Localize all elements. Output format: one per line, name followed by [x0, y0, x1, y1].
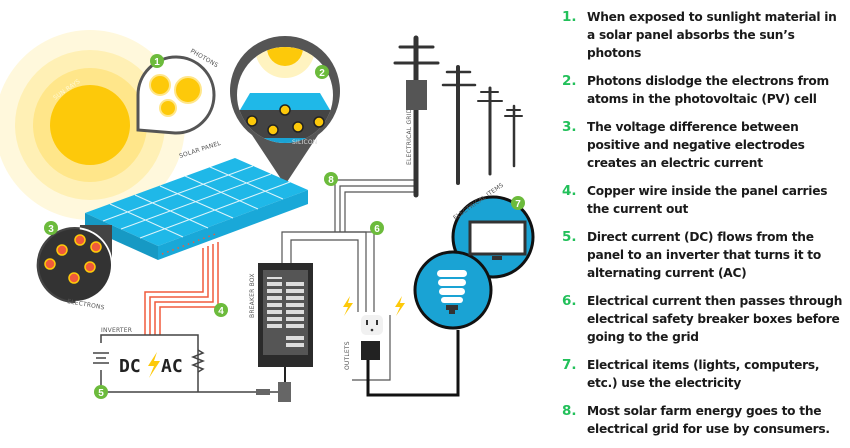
step-text: Copper wire inside the panel carries the…	[587, 184, 828, 216]
step-number: 5.	[562, 229, 577, 245]
electrical-grid-poles: ELECTRICAL GRID	[393, 35, 523, 198]
step-number: 6.	[562, 293, 577, 309]
grid-wires	[281, 179, 416, 381]
step-text: The voltage difference between positive …	[587, 120, 805, 170]
step-text: Electrical items (lights, computers, etc…	[587, 358, 820, 390]
step-item: 3. The voltage difference between positiv…	[562, 118, 847, 172]
inverter-label: INVERTER	[101, 327, 132, 334]
breaker-box-label: BREAKER BOX	[249, 273, 256, 318]
step-text: Electrical current then passes through e…	[587, 294, 843, 344]
step-text: When exposed to sunlight material in a s…	[587, 10, 837, 60]
copper-wires	[144, 242, 219, 335]
step-item: 7. Electrical items (lights, computers, e…	[562, 356, 847, 392]
step-text: Direct current (DC) flows from the panel…	[587, 230, 821, 280]
step-number: 4.	[562, 183, 577, 199]
solar-energy-diagram: SUN RAYS PHOTONS SILICON	[0, 30, 535, 402]
solar-panel: SOLAR PANEL	[85, 140, 308, 260]
step-item: 2. Photons dislodge the electrons from at…	[562, 72, 847, 108]
electrical-grid-label: ELECTRICAL GRID	[406, 108, 413, 165]
lightning-icon	[395, 296, 405, 316]
silicon-label: SILICON	[292, 139, 318, 146]
badge-1: 1	[150, 54, 164, 68]
step-item: 4. Copper wire inside the panel carries t…	[562, 182, 847, 218]
step-number: 3.	[562, 119, 577, 135]
outlets: OUTLETS	[343, 296, 460, 397]
electrons-label: ELECTRONS	[67, 298, 105, 311]
svg-text:1: 1	[154, 57, 160, 68]
step-badges: 1 2 3 4 5 6 7 8	[44, 54, 525, 399]
electrical-items: ELECTRICAL ITEMS	[413, 182, 535, 330]
lightning-icon	[148, 352, 160, 378]
silicon-pin: SILICON	[229, 35, 340, 185]
outlets-label: OUTLETS	[344, 341, 351, 370]
light-bulb-icon	[437, 270, 467, 314]
step-number: 2.	[562, 73, 577, 89]
step-number: 8.	[562, 403, 577, 419]
step-item: 5. Direct current (DC) flows from the pan…	[562, 228, 847, 282]
breaker-box: BREAKER BOX	[249, 263, 313, 402]
electrons-bubble: ELECTRONS	[36, 225, 112, 312]
step-number: 7.	[562, 357, 577, 373]
svg-text:8: 8	[328, 175, 334, 186]
step-item: 8. Most solar farm energy goes to the ele…	[562, 402, 847, 438]
badge-5: 5	[94, 385, 108, 399]
step-text: Photons dislodge the electrons from atom…	[587, 74, 829, 106]
badge-6: 6	[370, 221, 384, 235]
monitor-icon	[468, 220, 527, 256]
inverter: INVERTER DC AC	[93, 327, 280, 393]
step-text: Most solar farm energy goes to the elect…	[587, 404, 830, 436]
lightning-icon	[343, 296, 353, 316]
sun: SUN RAYS	[0, 30, 185, 220]
dc-label: DC	[119, 356, 141, 377]
svg-text:4: 4	[218, 306, 224, 317]
svg-text:2: 2	[319, 68, 325, 79]
svg-text:5: 5	[98, 388, 104, 399]
step-number: 1.	[562, 9, 577, 25]
step-item: 6. Electrical current then passes through…	[562, 292, 847, 346]
badge-3: 3	[44, 221, 58, 235]
badge-8: 8	[324, 172, 338, 186]
badge-2: 2	[315, 65, 329, 79]
svg-text:3: 3	[48, 224, 54, 235]
badge-4: 4	[214, 303, 228, 317]
step-item: 1. When exposed to sunlight material in a…	[562, 8, 847, 62]
solar-panel-label: SOLAR PANEL	[178, 140, 222, 160]
badge-7: 7	[511, 196, 525, 210]
svg-text:6: 6	[374, 224, 380, 235]
ac-label: AC	[161, 356, 183, 377]
steps-list: 1. When exposed to sunlight material in a…	[562, 8, 847, 448]
photons-bubble: PHOTONS	[136, 48, 219, 135]
svg-text:7: 7	[515, 199, 521, 210]
